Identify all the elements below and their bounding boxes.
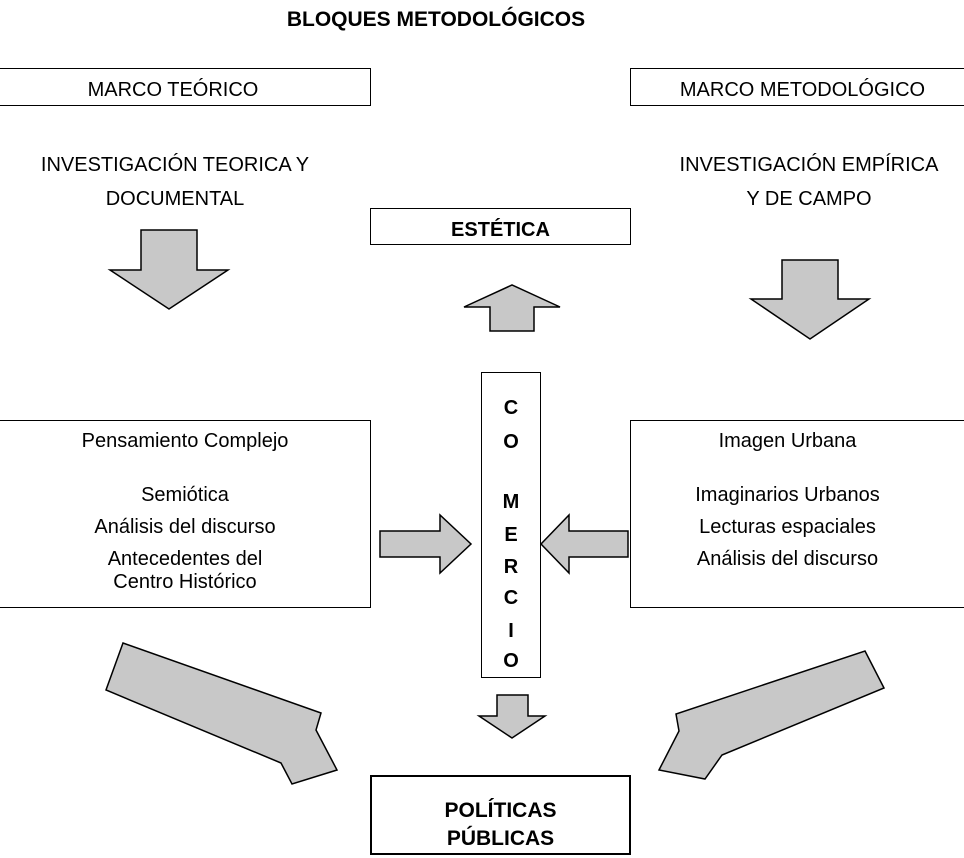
comercio-letter-8: O: [503, 650, 519, 672]
comercio-letter-6: C: [503, 587, 519, 609]
comercio-letter-2: O: [503, 431, 519, 453]
politicas-publicas-label: POLÍTICAS PÚBLICAS: [372, 797, 629, 853]
politicas-line-1: POLÍTICAS: [444, 799, 557, 822]
right-box-items: Imaginarios Urbanos Lecturas espaciales …: [611, 479, 964, 575]
pensamiento-complejo-heading: Pensamiento Complejo: [81, 430, 289, 452]
marco-metodologico-label: MARCO METODOLÓGICO: [679, 79, 926, 101]
down-arrow-right: [748, 259, 872, 340]
politicas-publicas-box: POLÍTICAS PÚBLICAS: [370, 775, 631, 855]
comercio-box: C O M E R C I O: [481, 372, 541, 678]
right-arrow-to-comercio: [379, 513, 473, 575]
comercio-letter-4: E: [504, 524, 518, 546]
marco-metodologico-box: MARCO METODOLÓGICO: [630, 68, 964, 106]
down-arrow-left: [107, 229, 231, 310]
up-arrow-estetica: [463, 284, 561, 332]
right-item-lecturas: Lecturas espaciales: [699, 516, 876, 538]
imagen-urbana-box: Imagen Urbana Imaginarios Urbanos Lectur…: [630, 420, 964, 608]
diagram-title: BLOQUES METODOLÓGICOS: [286, 8, 586, 31]
right-subtitle-line-1: INVESTIGACIÓN EMPÍRICA: [679, 154, 939, 176]
left-box-items: Semiótica Análisis del discurso Antecede…: [0, 479, 370, 575]
comercio-letter-3: M: [502, 491, 520, 513]
left-item-centro-historico: Centro Histórico: [113, 571, 257, 593]
right-subtitle-line-2: Y DE CAMPO: [746, 188, 872, 210]
marco-teorico-box: MARCO TEÓRICO: [0, 68, 371, 106]
left-item-semiotica: Semiótica: [141, 484, 229, 506]
comercio-letter-1: C: [503, 397, 519, 419]
imagen-urbana-heading: Imagen Urbana: [718, 430, 857, 452]
left-item-analisis: Análisis del discurso: [94, 516, 276, 538]
pensamiento-complejo-box: Pensamiento Complejo Semiótica Análisis …: [0, 420, 371, 608]
comercio-letter-7: I: [508, 620, 514, 642]
estetica-box: ESTÉTICA: [370, 208, 631, 245]
left-subtitle-line-2: DOCUMENTAL: [105, 188, 245, 210]
left-item-antecedentes: Antecedentes del: [107, 548, 263, 570]
diagonal-arrow-left: [105, 642, 339, 785]
estetica-label: ESTÉTICA: [451, 219, 550, 241]
diagonal-arrow-right: [657, 650, 886, 780]
down-arrow-comercio: [476, 694, 548, 739]
right-item-analisis: Análisis del discurso: [696, 548, 879, 570]
politicas-line-2: PÚBLICAS: [446, 827, 555, 850]
right-subtitle: INVESTIGACIÓN EMPÍRICA Y DE CAMPO: [655, 148, 963, 216]
left-arrow-to-comercio: [539, 513, 629, 575]
comercio-letter-5: R: [503, 556, 519, 578]
left-subtitle-line-1: INVESTIGACIÓN TEORICA Y: [40, 154, 310, 176]
marco-teorico-label: MARCO TEÓRICO: [87, 79, 259, 101]
right-item-imaginarios: Imaginarios Urbanos: [695, 484, 880, 506]
left-subtitle: INVESTIGACIÓN TEORICA Y DOCUMENTAL: [0, 148, 350, 216]
